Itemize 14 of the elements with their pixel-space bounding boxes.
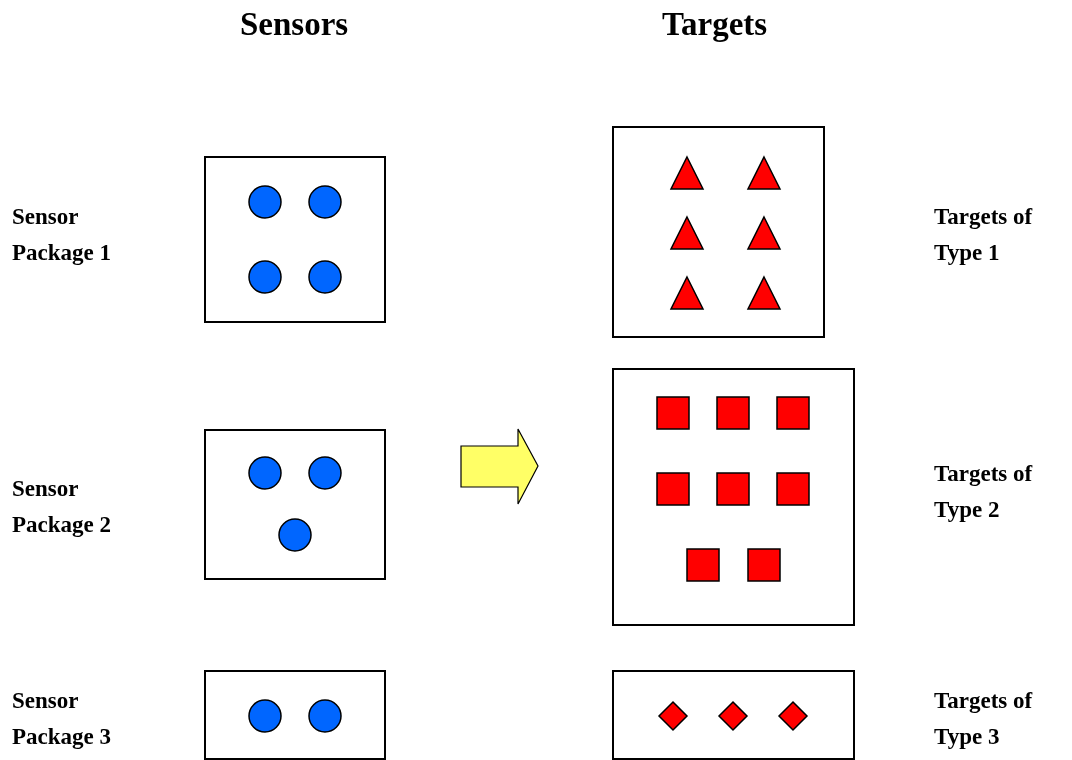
target-label: Targets of Type 2 xyxy=(934,460,1034,524)
sensor-label: Sensor Package 3 xyxy=(12,687,112,751)
target-label: Targets of Type 3 xyxy=(934,687,1034,751)
sensor-label: Sensor Package 1 xyxy=(12,203,112,267)
package-box xyxy=(204,156,386,323)
target-label: Targets of Type 1 xyxy=(934,203,1034,267)
column-heading: Targets xyxy=(662,6,768,43)
package-box xyxy=(612,670,855,760)
column-heading: Sensors xyxy=(240,6,349,43)
sensor-label: Sensor Package 2 xyxy=(12,475,112,539)
package-box xyxy=(612,126,825,338)
package-box xyxy=(612,368,855,626)
package-box xyxy=(204,670,386,760)
package-box xyxy=(204,429,386,580)
